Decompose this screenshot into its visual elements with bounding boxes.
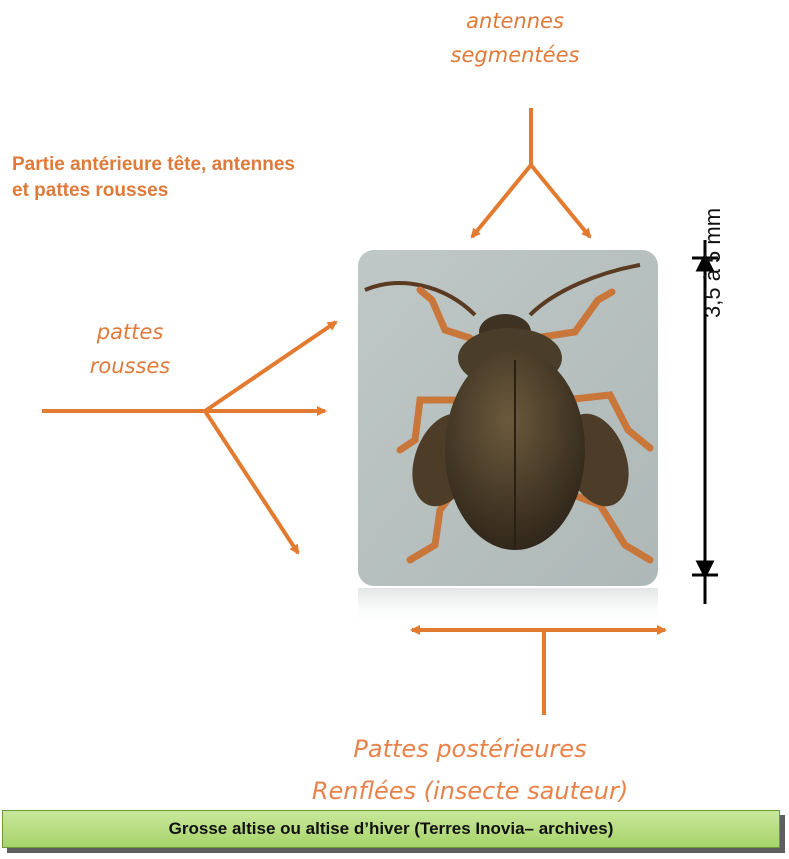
label-partie-anterieure: Partie antérieure tête, antennes et patt… <box>12 152 432 204</box>
arrows-posterieures <box>412 630 665 715</box>
arrows-antennes <box>472 108 590 237</box>
beetle-photo <box>358 250 658 628</box>
label-size: 3,5 à 5 mm <box>700 198 730 318</box>
label-antennes-segmentees: antennes segmentées <box>420 4 610 72</box>
label-pattes-rousses: pattes rousses <box>60 315 200 383</box>
label-pattes-posterieures: Pattes postérieures Renflées (insecte sa… <box>270 728 670 812</box>
figure-caption: Grosse altise ou altise d’hiver (Terres … <box>2 810 780 848</box>
